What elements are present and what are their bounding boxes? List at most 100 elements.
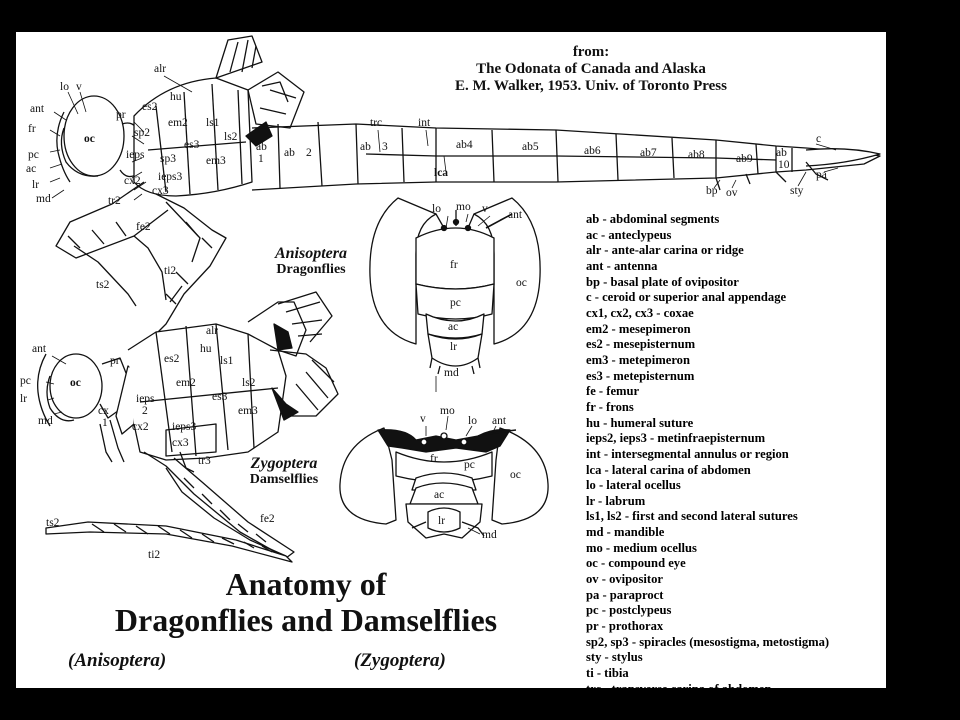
label-zh-pc: pc	[464, 459, 475, 471]
anisoptera-common: Dragonflies	[276, 262, 346, 277]
label-z-hu: hu	[200, 343, 212, 355]
label-ab10-a: ab	[776, 147, 787, 159]
label-ieps: ieps	[126, 149, 145, 161]
label-ls2: ls2	[224, 131, 238, 143]
label-ab8: ab8	[688, 149, 705, 161]
legend-item: fe - femur	[586, 384, 640, 399]
legend-item: lr - labrum	[586, 493, 646, 508]
label-ant: ant	[30, 103, 45, 115]
legend-item: mo - medium ocellus	[586, 540, 697, 555]
label-zh-mo: mo	[440, 405, 455, 417]
figure-title: Anatomy of Dragonflies and Damselflies	[46, 566, 566, 638]
label-ab3-a: ab	[360, 141, 371, 153]
label-z-ant: ant	[32, 343, 47, 355]
label-z-pc: pc	[20, 375, 31, 387]
legend-item: ti - tibia	[586, 666, 629, 681]
label-head-lo: lo	[432, 203, 441, 215]
label-z-em3: em3	[238, 405, 258, 417]
label-int: int	[418, 117, 431, 129]
label-ov: ov	[726, 187, 738, 199]
legend-item: pa - paraproct	[586, 587, 664, 602]
legend-item: ov - ovipositor	[586, 572, 663, 587]
credit-line-3: E. M. Walker, 1953. Univ. of Toronto Pre…	[455, 78, 727, 94]
legend-item: int - intersegmental annulus or region	[586, 446, 789, 461]
label-lca: lca	[434, 167, 448, 179]
label-ac: ac	[26, 163, 36, 175]
figure-sheet: lo v alr ant es2 hu fr oc pr em2 ls1 ls2…	[16, 32, 886, 688]
legend-item: cx1, cx2, cx3 - coxae	[586, 305, 694, 320]
label-sty: sty	[790, 185, 804, 197]
label-zh-md: md	[482, 529, 497, 541]
legend-item: ab - abdominal segments	[586, 212, 720, 226]
label-sp3: sp3	[160, 153, 176, 165]
credit-line-2: The Odonata of Canada and Alaska	[476, 61, 706, 77]
label-head-fr: fr	[450, 259, 458, 271]
anisoptera-caption: Anisoptera Dragonflies	[256, 246, 366, 278]
legend-item: ls1, ls2 - first and second lateral sutu…	[586, 509, 798, 524]
legend-item: bp - basal plate of ovipositor	[586, 274, 739, 289]
damselfly-body	[37, 291, 339, 563]
label-z-em2: em2	[176, 377, 196, 389]
label-z-ti2: ti2	[148, 549, 160, 561]
damselfly-labels: alr ant hu pr ls1 es2 pc oc em2 ls2 lr i…	[20, 325, 275, 561]
label-z-md: md	[38, 415, 53, 427]
label-head-ant: ant	[508, 209, 523, 221]
damselfly-head	[339, 427, 549, 539]
label-z-es2: es2	[164, 353, 180, 365]
label-head-v: v	[482, 203, 488, 215]
label-z-tr3: tr3	[198, 455, 211, 467]
label-zh-lo: lo	[468, 415, 477, 427]
label-oc: oc	[84, 133, 95, 145]
legend-item: fr - frons	[586, 399, 634, 414]
dragonfly-head-labels: lo mo v ant fr oc pc ac lr md	[432, 201, 527, 379]
label-lo: lo	[60, 81, 69, 93]
label-ab1-b: 1	[258, 153, 264, 165]
source-credit: from: The Odonata of Canada and Alaska E…	[426, 44, 756, 95]
anisoptera-name: Anisoptera	[274, 245, 347, 262]
label-cx2: cx2	[124, 175, 141, 187]
legend-item: sp2, sp3 - spiracles (mesostigma, metost…	[586, 634, 830, 649]
subtitle-anisoptera: (Anisoptera)	[68, 650, 167, 671]
label-ieps3: ieps3	[158, 171, 183, 183]
label-z-pr: pr	[110, 355, 120, 367]
label-z-es3: es3	[212, 391, 228, 403]
label-ti2: ti2	[164, 265, 176, 277]
zygoptera-common: Damselflies	[249, 472, 319, 487]
label-z-oc: oc	[70, 377, 81, 389]
label-zh-oc: oc	[510, 469, 521, 481]
legend-item: c - ceroid or superior anal appendage	[586, 290, 787, 305]
label-ab7: ab7	[640, 147, 657, 159]
legend-item: ac - anteclypeus	[586, 227, 672, 242]
label-ab10-b: 10	[778, 159, 790, 171]
label-ts2: ts2	[96, 279, 110, 291]
title-line-2: Dragonflies and Damselflies	[114, 602, 498, 638]
label-z-alr: alr	[206, 325, 218, 337]
label-head-mo: mo	[456, 201, 471, 213]
label-z-cx1-a: cx	[98, 405, 109, 417]
label-cx3: cx3	[152, 185, 169, 197]
label-es2: es2	[142, 101, 158, 113]
legend-item: pr - prothorax	[586, 619, 664, 634]
legend-item: es3 - metepisternum	[586, 368, 695, 383]
label-em3: em3	[206, 155, 226, 167]
label-lr: lr	[32, 179, 39, 191]
label-z-fe2: fe2	[260, 513, 275, 525]
label-z-ts2: ts2	[46, 517, 60, 529]
label-em2: em2	[168, 117, 188, 129]
label-fr: fr	[28, 123, 36, 135]
label-zh-ac: ac	[434, 489, 444, 501]
label-z-cx2: cx2	[132, 421, 149, 433]
label-pa: pa	[816, 169, 827, 181]
legend-item: ant - antenna	[586, 258, 658, 273]
label-pc: pc	[28, 149, 39, 161]
legend-item: em2 - mesepimeron	[586, 321, 691, 336]
label-z-ieps2-b: 2	[142, 405, 148, 417]
subtitle-zygoptera: (Zygoptera)	[354, 650, 446, 671]
label-fe2: fe2	[136, 221, 151, 233]
label-head-md: md	[444, 367, 459, 379]
label-z-lr: lr	[20, 393, 27, 405]
label-head-pc: pc	[450, 297, 461, 309]
leader-lines	[45, 75, 839, 535]
label-z-cx3: cx3	[172, 437, 189, 449]
